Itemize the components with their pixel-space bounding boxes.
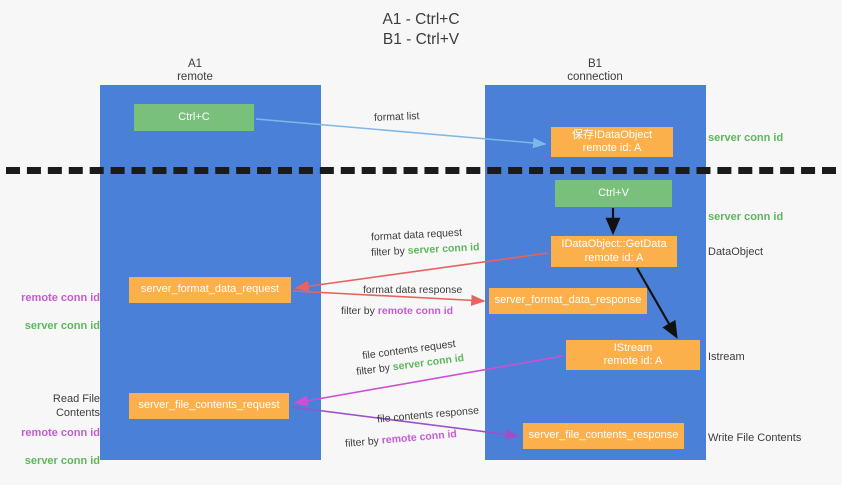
note-conn-ids-filecontents: remote conn id server conn id (8, 412, 100, 468)
node-server-file-contents-response[interactable]: server_file_contents_response (523, 423, 684, 449)
filter-value-server-conn-id: server conn id (407, 241, 480, 257)
filter-prefix: filter by (344, 434, 383, 450)
note-remote-conn-id: remote conn id (21, 427, 100, 439)
lane-header-b1: B1 connection (567, 58, 623, 83)
note-server-conn-id-mid: server conn id (708, 211, 784, 223)
note-server-conn-id: server conn id (24, 455, 100, 467)
node-ctrl-c[interactable]: Ctrl+C (134, 104, 254, 131)
note-server-conn-id-top: server conn id (708, 132, 784, 144)
node-server-format-data-request[interactable]: server_format_data_request (129, 277, 291, 303)
note-remote-conn-id: remote conn id (21, 292, 100, 304)
note-conn-ids-format: remote conn id server conn id (8, 277, 100, 333)
lane-header-a1: A1 remote (177, 58, 213, 83)
note-istream: Istream (708, 351, 745, 363)
edge-label-format-data-response: format data response (363, 284, 463, 296)
edge-label-file-contents-response-filter: filter by remote conn id (345, 427, 458, 452)
node-istream[interactable]: IStream remote id: A (566, 340, 700, 370)
note-write-file-contents: Write File Contents (708, 432, 802, 444)
filter-prefix: filter by (370, 244, 409, 259)
filter-value-remote-conn-id: remote conn id (381, 428, 458, 447)
node-idataobject-getdata[interactable]: IDataObject::GetData remote id: A (551, 236, 677, 267)
node-server-file-contents-request[interactable]: server_file_contents_request (129, 393, 289, 419)
node-save-idataobject[interactable]: 保存IDataObject remote id: A (551, 127, 673, 157)
node-ctrl-v[interactable]: Ctrl+V (555, 180, 672, 207)
edge-label-file-contents-response: file contents response (376, 404, 480, 426)
edge-label-format-data-response-filter: filter by remote conn id (341, 304, 453, 319)
note-dataobject: DataObject (708, 246, 764, 258)
note-read-file-contents: Read File Contents (52, 393, 100, 419)
node-server-format-data-response[interactable]: server_format_data_response (489, 288, 647, 314)
page-title: A1 - Ctrl+C B1 - Ctrl+V (382, 11, 460, 48)
filter-prefix: filter by (355, 361, 394, 379)
filter-value-remote-conn-id: remote conn id (377, 305, 454, 317)
note-server-conn-id: server conn id (24, 320, 100, 332)
edge-label-format-list: format list (373, 110, 420, 124)
filter-prefix: filter by (341, 305, 378, 317)
phase-divider (6, 167, 836, 174)
